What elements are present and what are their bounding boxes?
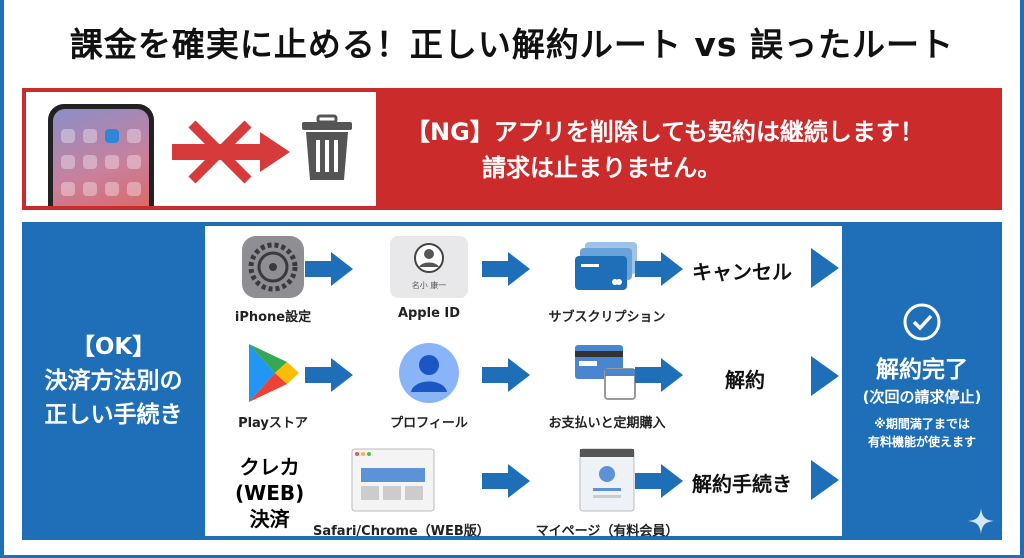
phone-icon xyxy=(48,104,154,206)
step-apple-id: 名小 康一 Apple ID xyxy=(374,236,484,321)
trash-icon xyxy=(302,114,352,180)
arrow-icon xyxy=(811,460,839,500)
page-title: 課金を確実に止める！正しい解約ルート vs 誤ったルート xyxy=(69,25,955,64)
route-google-play: Playストア プロフィール お支払いと定期購入 解約 xyxy=(205,342,842,432)
arrow-icon xyxy=(482,252,530,286)
step-iphone-settings: iPhone設定 xyxy=(218,236,328,325)
arrow-icon xyxy=(635,464,683,498)
route-web: クレカ (WEB) 決済 Safari/Chrome（WEB版） マイページ（有… xyxy=(205,448,842,539)
routes-panel: iPhone設定 名小 康一 Apple ID サブスクリプション キャンセル … xyxy=(205,226,842,539)
arrow-icon xyxy=(811,356,839,396)
step-play-store: Playストア xyxy=(218,342,328,431)
step-mypage: マイページ（有料会員） xyxy=(517,448,697,539)
route-end-label: 解約 xyxy=(725,368,765,392)
route-end-label: キャンセル xyxy=(692,260,792,284)
sparkle-icon xyxy=(968,508,994,534)
ng-banner: 【NG】アプリを削除しても契約は継続します！ 請求は止まりません。 xyxy=(22,88,1002,210)
route-web-title: クレカ (WEB) 決済 xyxy=(235,455,305,531)
app-icon xyxy=(105,129,119,143)
result-subtitle: (次回の請求停止) xyxy=(862,388,982,406)
arrow-icon xyxy=(811,248,839,288)
result-panel: 解約完了 (次回の請求停止) ※期間満了までは 有料機能が使えます xyxy=(842,222,1002,540)
credit-cards-icon xyxy=(575,242,637,290)
ng-line1: 【NG】アプリを削除しても契約は継続します！ xyxy=(406,118,924,146)
browser-window-icon xyxy=(351,448,435,512)
result-note: ※期間満了までは 有料機能が使えます xyxy=(867,417,976,449)
route-end-label: 解約手続き xyxy=(692,472,792,496)
arrow-icon xyxy=(482,358,530,392)
step-browser: Safari/Chrome（WEB版） xyxy=(313,448,490,539)
ng-illustration xyxy=(26,92,376,206)
arrow-icon xyxy=(305,252,353,286)
step-subscriptions: サブスクリプション xyxy=(547,236,667,325)
step-payments: お支払いと定期購入 xyxy=(547,342,667,431)
profile-icon xyxy=(399,343,459,403)
ok-section: 【OK】 決済方法別の 正しい手続き iPhone設定 名小 康一 Apple … xyxy=(22,222,1002,540)
card-calendar-icon xyxy=(575,345,636,400)
crossed-arrow-icon xyxy=(172,120,290,184)
step-profile: プロフィール xyxy=(374,342,484,431)
result-title: 解約完了 xyxy=(876,357,968,383)
play-store-icon xyxy=(249,344,299,402)
account-page-icon xyxy=(579,448,635,512)
arrow-icon xyxy=(635,358,683,392)
check-circle-icon xyxy=(903,303,941,341)
ng-line2: 請求は止まりません。 xyxy=(482,154,722,182)
ng-message: 【NG】アプリを削除しても契約は継続します！ 請求は止まりません。 xyxy=(406,114,924,186)
settings-gear-icon xyxy=(242,236,304,298)
arrow-icon xyxy=(305,358,353,392)
arrow-icon xyxy=(482,464,530,498)
route-iphone: iPhone設定 名小 康一 Apple ID サブスクリプション キャンセル xyxy=(205,236,842,326)
user-avatar-icon xyxy=(414,243,444,273)
arrow-icon xyxy=(635,252,683,286)
ok-label: 【OK】 決済方法別の 正しい手続き xyxy=(44,334,183,428)
